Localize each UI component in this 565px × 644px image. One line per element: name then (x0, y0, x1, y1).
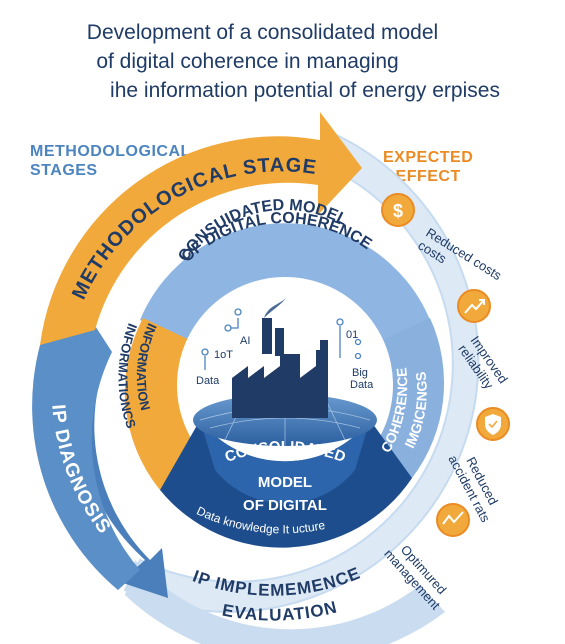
trend-chart-icon (436, 503, 470, 537)
title-line-2: of digital coherence in managing (96, 50, 399, 73)
implementation-band (125, 560, 445, 644)
diagram-title: Development of a consolidated model of d… (0, 18, 565, 105)
data-label: Data (196, 375, 220, 387)
factory-icon (232, 296, 328, 418)
svg-text:$: $ (393, 201, 403, 221)
dollar-icon: $ (381, 193, 415, 227)
center-model-label: MODEL (258, 474, 312, 491)
binary-label: 01 (346, 329, 358, 341)
ai-label: AI (240, 335, 250, 347)
tech-network (201, 308, 362, 370)
big-label: Big (352, 367, 368, 379)
title-line-1: Development of a consolidated model (86, 21, 439, 44)
iot-label: 1oT (214, 349, 233, 361)
center-of-digital-label: OF DIGITAL (243, 497, 327, 514)
methodological-stages-caption: METHODOLOGICAL STAGES (30, 143, 191, 179)
methodological-stages-arrow (40, 112, 362, 345)
expected-effect-caption: EXPECTED EFFECT (383, 149, 474, 185)
shield-icon (476, 407, 510, 441)
big-data-label: Data (350, 379, 374, 391)
trend-up-icon (457, 289, 491, 323)
title-line-3: ihe information potential of energy erpi… (110, 79, 500, 102)
